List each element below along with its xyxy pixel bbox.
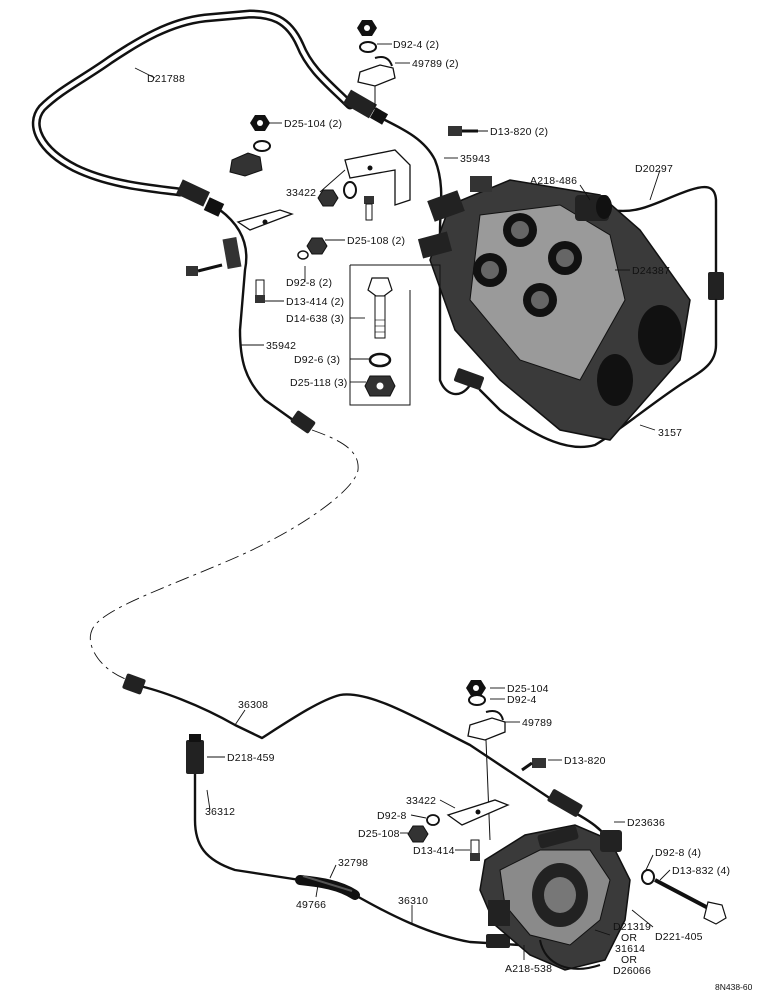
label-or-2: OR [621, 954, 637, 966]
label-d13-414-2: D13-414 (2) [286, 296, 344, 308]
bolt-d13-414-left [186, 263, 223, 276]
label-49789-2: 49789 (2) [412, 58, 459, 70]
label-d21788: D21788 [147, 73, 185, 85]
bolt-d13-832 [654, 878, 727, 925]
label-d13-820-2: D13-820 (2) [490, 126, 548, 138]
tube-36310-fitting [486, 934, 510, 948]
bolt-d14-638 [367, 277, 393, 339]
label-d21319: D21319 [613, 921, 651, 933]
nut-d25-108-mid [297, 237, 328, 260]
leader-lines [134, 43, 671, 960]
nut-d25-118 [364, 375, 396, 397]
elbow-fitting-a218-486 [575, 195, 612, 221]
bolt-d13-414-lower [255, 279, 265, 303]
label-d13-820: D13-820 [564, 755, 606, 767]
label-d218-459: D218-459 [227, 752, 275, 764]
lockwasher-d92-4-top [359, 41, 377, 53]
nut-d25-108-bottom [407, 825, 429, 843]
tube-36308-fitting-left [122, 673, 146, 695]
label-a218-538: A218-538 [505, 963, 552, 975]
label-d25-118-3: D25-118 (3) [290, 377, 347, 389]
bolt-d13-414-bottom [470, 839, 480, 861]
label-d25-104: D25-104 [507, 683, 549, 695]
label-49766: 49766 [296, 899, 326, 911]
label-31614: 31614 [615, 943, 645, 955]
label-d92-8-4: D92-8 (4) [655, 847, 701, 859]
bolt-kit-box [349, 264, 441, 406]
fitting-d23636 [600, 830, 622, 852]
clip-49789-top [357, 56, 396, 87]
tube-3157 [478, 298, 718, 449]
clip-49789-bottom [467, 710, 506, 741]
label-d25-108-2: D25-108 (2) [347, 235, 405, 247]
label-d92-6-3: D92-6 (3) [294, 354, 340, 366]
label-d24387: D24387 [632, 265, 670, 277]
nuts-d25-108-pair [317, 181, 357, 207]
label-49789: 49789 [522, 717, 552, 729]
label-d25-108: D25-108 [358, 828, 400, 840]
label-d13-832-4: D13-832 (4) [672, 865, 730, 877]
label-d92-8-2: D92-8 (2) [286, 277, 332, 289]
label-d13-414: D13-414 [413, 845, 455, 857]
label-33422-top: 33422 [286, 187, 316, 199]
label-a218-486: A218-486 [530, 175, 577, 187]
tube-35942 [218, 208, 302, 427]
nut-d25-104-bottom [466, 680, 486, 696]
lockwasher-d92-6 [368, 352, 392, 368]
stud-bottom [485, 739, 491, 841]
tube-36312-fitting [186, 740, 204, 774]
nut-d25-104-top [357, 20, 377, 36]
label-d92-4: D92-4 [507, 694, 537, 706]
tube-36312-fitting-cap [189, 734, 201, 742]
hose-d21788 [31, 9, 355, 197]
label-d20297: D20297 [635, 163, 673, 175]
hose-fitting-right [343, 89, 389, 125]
hose-32798 [295, 875, 360, 900]
label-d92-4-2: D92-4 (2) [393, 39, 439, 51]
washer-d92-8 [426, 814, 440, 826]
tube-35942-fitting [290, 410, 316, 434]
hydraulic-pump [479, 824, 631, 971]
label-32798: 32798 [338, 857, 368, 869]
label-d14-638-3: D14-638 (3) [286, 313, 344, 325]
tube-36312 [193, 768, 302, 882]
label-d92-8: D92-8 [377, 810, 407, 822]
tube-d20297-fitting [708, 272, 724, 300]
label-d23636: D23636 [627, 817, 665, 829]
label-d221-405: D221-405 [655, 931, 703, 943]
label-36312: 36312 [205, 806, 235, 818]
bolt-d13-820-bottom [521, 758, 546, 772]
label-or-1: OR [621, 932, 637, 944]
label-3157: 3157 [658, 427, 682, 439]
bracket-top-right [344, 149, 411, 206]
control-valve-body [417, 176, 691, 441]
lockwasher-d92-4-bottom [468, 694, 486, 706]
bracket-33422-top [222, 209, 294, 269]
label-d25-104-2: D25-104 (2) [284, 118, 342, 130]
label-drawing-number: 8N438-60 [715, 982, 753, 992]
nut-d25-104-left [250, 115, 271, 152]
part-labels: D21788 D92-4 (2) 49789 (2) D25-104 (2) D… [147, 39, 753, 992]
hose-fitting-left [176, 179, 225, 217]
washer-d92-8-4 [641, 869, 655, 885]
label-d26066: D26066 [613, 965, 651, 977]
label-36310: 36310 [398, 895, 428, 907]
label-35942: 35942 [266, 340, 296, 352]
label-36308: 36308 [238, 699, 268, 711]
tube-36308-fitting-right [547, 789, 583, 817]
bolt-d13-414-center [364, 196, 374, 221]
label-35943: 35943 [460, 153, 490, 165]
dashed-connection-line [90, 429, 359, 681]
tube-3157-fitting [454, 368, 484, 390]
bracket-33422-bottom [446, 799, 510, 826]
label-33422-bottom: 33422 [406, 795, 436, 807]
clip-left [229, 152, 263, 177]
tube-d20297 [610, 185, 718, 277]
